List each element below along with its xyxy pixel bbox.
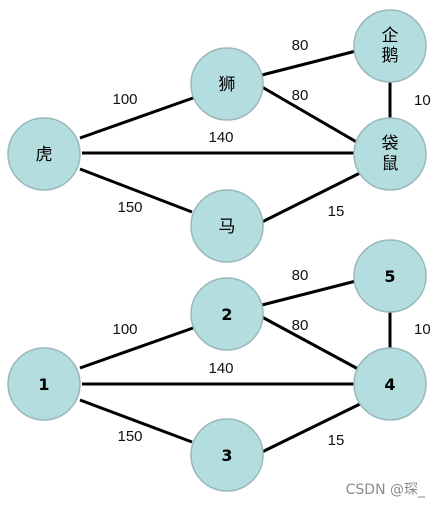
edge-lion-penguin bbox=[261, 49, 357, 77]
weight-1-2: 100 bbox=[112, 321, 137, 338]
weight-lion-kangaroo: 80 bbox=[292, 87, 309, 104]
node-horse bbox=[190, 189, 264, 263]
animal-graph: 虎 狮 企 鹅 袋 鼠 马 100 80 80 10 140 150 15 bbox=[7, 9, 431, 263]
node-tiger bbox=[7, 117, 81, 191]
edge-tiger-horse bbox=[79, 167, 193, 214]
node-kangaroo-label-line1: 袋 bbox=[382, 134, 399, 154]
node-tiger-label: 虎 bbox=[36, 145, 53, 165]
weight-horse-kangaroo: 15 bbox=[328, 203, 345, 220]
weight-tiger-kangaroo: 140 bbox=[208, 129, 233, 146]
weight-2-4: 80 bbox=[292, 317, 309, 334]
numbered-graph: 1 2 5 4 3 100 80 80 10 140 150 15 bbox=[7, 239, 431, 492]
weight-tiger-horse: 150 bbox=[117, 199, 142, 216]
node-kangaroo-label-line2: 鼠 bbox=[382, 154, 399, 174]
edge-tiger-lion bbox=[79, 96, 194, 140]
edge-3-4 bbox=[261, 402, 361, 454]
node-lion-label: 狮 bbox=[219, 75, 236, 95]
node-2-label: 2 bbox=[221, 305, 232, 324]
node-horse-label: 马 bbox=[219, 217, 236, 237]
node-lion bbox=[190, 47, 264, 121]
node-penguin bbox=[353, 9, 427, 83]
node-1 bbox=[7, 347, 81, 421]
weight-lion-penguin: 80 bbox=[292, 37, 309, 54]
weight-5-4: 10 bbox=[414, 321, 431, 338]
watermark: CSDN @琛_ bbox=[346, 482, 426, 498]
edge-horse-kangaroo bbox=[261, 171, 361, 224]
edge-2-5 bbox=[261, 279, 357, 307]
weight-2-5: 80 bbox=[292, 267, 309, 284]
edge-1-2 bbox=[79, 326, 194, 370]
node-4 bbox=[353, 347, 427, 421]
node-2 bbox=[190, 277, 264, 351]
node-kangaroo bbox=[353, 117, 427, 191]
weight-1-3: 150 bbox=[117, 428, 142, 445]
node-3 bbox=[190, 418, 264, 492]
node-5-label: 5 bbox=[384, 267, 395, 286]
weight-3-4: 15 bbox=[328, 432, 345, 449]
edge-lion-kangaroo bbox=[261, 85, 361, 146]
node-5 bbox=[353, 239, 427, 313]
weight-1-4: 140 bbox=[208, 360, 233, 377]
edge-1-3 bbox=[79, 398, 193, 444]
node-3-label: 3 bbox=[221, 446, 232, 465]
node-4-label: 4 bbox=[384, 375, 395, 394]
weight-penguin-kangaroo: 10 bbox=[414, 92, 431, 109]
node-penguin-label-line2: 鹅 bbox=[382, 46, 399, 66]
edge-2-4 bbox=[261, 315, 361, 372]
weight-tiger-lion: 100 bbox=[112, 91, 137, 108]
node-1-label: 1 bbox=[38, 375, 49, 394]
node-penguin-label-line1: 企 bbox=[382, 26, 399, 46]
